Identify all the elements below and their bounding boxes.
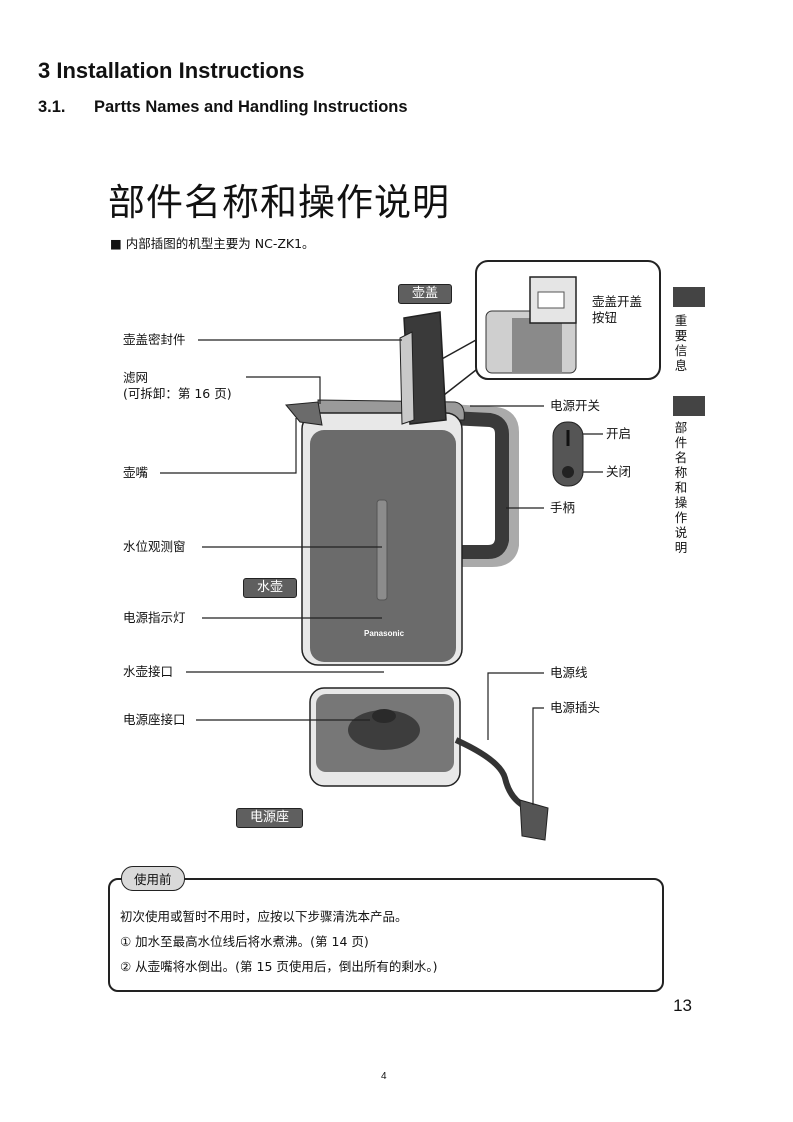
label-lid-button-2: 按钮 [592, 310, 618, 325]
model-note: ■ 内部插图的机型主要为 NC-ZK1。 [110, 236, 315, 251]
label-handle: 手柄 [550, 500, 576, 515]
label-power-plug: 电源插头 [550, 700, 601, 715]
subsection-number: 3.1. [38, 98, 66, 116]
side-tab-parts [673, 396, 705, 416]
before-use-tag: 使用前 [121, 866, 185, 891]
label-filter-note: (可拆卸：第 16 页) [123, 386, 232, 401]
footer-page-number: 4 [381, 1071, 387, 1082]
side-tab-parts-label: 部件名称和操作说明 [674, 420, 688, 555]
side-tab-important [673, 287, 705, 307]
before-use-box [108, 878, 664, 992]
section-title: 3 Installation Instructions [38, 58, 305, 83]
side-tab-important-label: 重要信息 [674, 313, 688, 373]
brand-logo: Panasonic [364, 629, 405, 638]
manual-page-number: 13 [673, 996, 692, 1015]
label-lid-seal: 壶盖密封件 [123, 332, 186, 347]
label-filter: 滤网 [123, 370, 149, 385]
label-power-switch: 电源开关 [550, 398, 601, 413]
label-power-cord: 电源线 [550, 665, 588, 680]
label-base-connector: 电源座接口 [123, 712, 186, 727]
label-switch-on: 开启 [606, 426, 632, 441]
label-power-light: 电源指示灯 [123, 610, 186, 625]
tag-kettle: 水壶 [243, 578, 298, 598]
label-spout: 壶嘴 [123, 465, 149, 480]
lid-button-inset [439, 260, 661, 396]
subsection-heading: 3.1. Partts Names and Handling Instructi… [38, 98, 408, 117]
label-lid-button: 壶盖开盖 [592, 294, 643, 309]
tag-base: 电源座 [236, 808, 304, 828]
label-water-window: 水位观测窗 [123, 539, 186, 554]
manual-title: 部件名称和操作说明 [108, 181, 450, 224]
label-switch-off: 关闭 [606, 464, 632, 479]
before-use-intro: 初次使用或暂时不用时，应按以下步骤清洗本产品。 [120, 909, 408, 924]
label-kettle-connector: 水壶接口 [123, 664, 174, 679]
before-use-step-2: ② 从壶嘴将水倒出。(第 15 页使用后，倒出所有的剩水。) [120, 959, 438, 974]
tag-lid: 壶盖 [398, 284, 453, 304]
subsection-title: Partts Names and Handling Instructions [94, 98, 408, 116]
before-use-step-1: ① 加水至最高水位线后将水煮沸。(第 14 页) [120, 934, 369, 949]
